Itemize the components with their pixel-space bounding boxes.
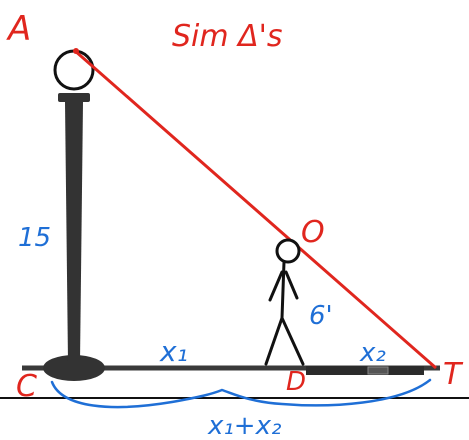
lamp-post-collar xyxy=(58,93,90,102)
label-pole-height: 15 xyxy=(18,223,51,253)
label-point-c: C xyxy=(16,369,37,404)
lamp-globe xyxy=(53,49,95,91)
label-x1: x₁ xyxy=(159,335,188,368)
person-head xyxy=(275,238,301,264)
label-point-d: D xyxy=(286,367,306,397)
label-point-o: O xyxy=(301,215,325,250)
person-legs xyxy=(264,316,305,366)
diagram-title: Sim Δ's xyxy=(172,19,283,54)
total-length-brace xyxy=(50,378,432,409)
person-body xyxy=(280,260,286,320)
lamp-post xyxy=(43,49,105,381)
label-point-a: A xyxy=(6,9,31,49)
shadow-segment xyxy=(306,366,424,375)
label-x2: x₂ xyxy=(359,338,386,368)
light-ray xyxy=(73,48,437,370)
lamp-post-base xyxy=(43,355,105,381)
person-arms xyxy=(268,270,299,302)
label-person-height: 6' xyxy=(309,301,333,331)
point-a-marker xyxy=(73,48,79,54)
label-x1-plus-x2: x₁+x₂ xyxy=(207,411,281,440)
label-point-t: T xyxy=(443,357,464,392)
shadow-hatch xyxy=(367,366,389,375)
person-figure xyxy=(264,238,305,366)
lamp-post-pole xyxy=(65,102,83,362)
